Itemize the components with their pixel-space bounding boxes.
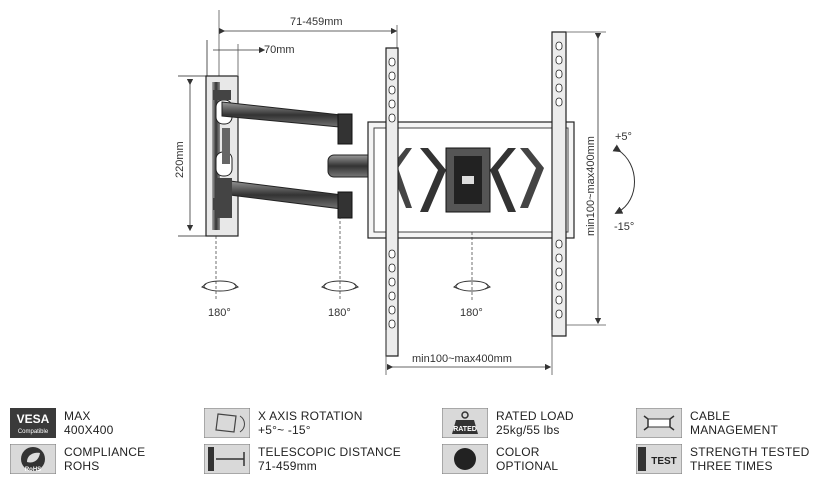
feature-telescopic-distance-line2: 71-459mm <box>258 459 317 473</box>
feature-telescopic-distance-text: TELESCOPIC DISTANCE 71-459mm <box>258 445 401 473</box>
vesa-icon-text: VESA <box>17 412 50 426</box>
feature-vesa-text: MAX 400X400 <box>64 409 113 437</box>
feature-cable-management-text: CABLE MANAGEMENT <box>690 409 778 437</box>
cable-management-icon <box>636 408 682 438</box>
feature-x-axis-rotation-line2: +5°~ -15° <box>258 423 311 437</box>
swivel-indicator-1: 180° <box>200 236 240 319</box>
swivel-indicator-3: 180° <box>452 232 492 319</box>
feature-rated-load-text: RATED LOAD 25kg/55 lbs <box>496 409 574 437</box>
x-axis-rotation-icon <box>204 408 250 438</box>
articulating-arms <box>216 101 381 219</box>
feature-vesa-line2: 400X400 <box>64 423 114 437</box>
dimension-vesa-horizontal: min100~max400mm <box>385 330 553 375</box>
tilt-up-label: +5° <box>615 131 632 143</box>
swivel-label-3: 180° <box>460 307 483 319</box>
feature-cable-management-line1: CABLE <box>690 409 731 423</box>
strength-test-icon: TEST <box>636 444 682 474</box>
feature-rohs-line1: COMPLIANCE <box>64 445 146 459</box>
feature-x-axis-rotation-text: X AXIS ROTATION +5°~ -15° <box>258 409 363 437</box>
dimension-label-70mm: 70mm <box>264 44 295 56</box>
feature-rohs-text: COMPLIANCE ROHS <box>64 445 145 473</box>
feature-color-optional-line1: COLOR <box>496 445 540 459</box>
tv-mount-diagram: 71-459mm 70mm 220mm <box>174 10 635 375</box>
feature-rohs: RoHS COMPLIANCE ROHS <box>10 442 145 476</box>
telescopic-distance-icon <box>204 444 250 474</box>
feature-strength-test: TEST STRENGTH TESTED THREE TIMES <box>636 442 809 476</box>
rated-load-icon-text: RATED <box>453 426 477 433</box>
dimension-wall-plate-depth: 70mm <box>213 44 295 75</box>
dimension-label-telescopic: 71-459mm <box>290 16 343 28</box>
feature-color-optional-line2: OPTIONAL <box>496 459 559 473</box>
feature-rated-load-line2: 25kg/55 lbs <box>496 423 560 437</box>
swivel-label-1: 180° <box>208 307 231 319</box>
swivel-label-2: 180° <box>328 307 351 319</box>
feature-strength-test-text: STRENGTH TESTED THREE TIMES <box>690 445 809 473</box>
tilt-down-label: -15° <box>614 221 634 233</box>
feature-color-optional: COLOR OPTIONAL <box>442 442 558 476</box>
feature-telescopic-distance: TELESCOPIC DISTANCE 71-459mm <box>204 442 401 476</box>
feature-color-optional-text: COLOR OPTIONAL <box>496 445 558 473</box>
rohs-compliance-icon: RoHS <box>10 444 56 474</box>
dimension-label-220mm: 220mm <box>174 141 186 178</box>
feature-x-axis-rotation-line1: X AXIS ROTATION <box>258 409 363 423</box>
dimension-label-vesa-vertical: min100~max400mm <box>585 136 597 236</box>
feature-x-axis-rotation: X AXIS ROTATION +5°~ -15° <box>204 406 363 440</box>
feature-rated-load-line1: RATED LOAD <box>496 409 574 423</box>
dimension-label-vesa-horizontal: min100~max400mm <box>412 353 512 365</box>
left-vertical-rail <box>385 47 399 357</box>
rated-load-icon: RATED <box>442 408 488 438</box>
vesa-compatible-icon: VESA Compatible <box>10 408 56 438</box>
feature-strength-test-line2: THREE TIMES <box>690 459 773 473</box>
strength-test-icon-text: TEST <box>651 456 677 467</box>
dimension-wall-plate-height: 220mm <box>174 78 194 232</box>
rohs-icon-text: RoHS <box>25 467 41 473</box>
feature-cable-management-line2: MANAGEMENT <box>690 423 779 437</box>
vesa-icon-subtext: Compatible <box>18 429 49 435</box>
feature-strength-test-line1: STRENGTH TESTED <box>690 445 810 459</box>
dimension-telescopic-range: 71-459mm <box>218 10 398 100</box>
tilt-indicator: +5° -15° <box>612 131 635 233</box>
feature-rated-load: RATED RATED LOAD 25kg/55 lbs <box>442 406 574 440</box>
color-optional-icon <box>442 444 488 474</box>
swivel-indicator-2: 180° <box>320 216 360 319</box>
feature-vesa: VESA Compatible MAX 400X400 <box>10 406 113 440</box>
feature-vesa-line1: MAX <box>64 409 91 423</box>
feature-telescopic-distance-line1: TELESCOPIC DISTANCE <box>258 445 401 459</box>
feature-rohs-line2: ROHS <box>64 459 100 473</box>
feature-cable-management: CABLE MANAGEMENT <box>636 406 778 440</box>
right-vertical-rail <box>551 31 567 337</box>
tv-bracket-frame <box>367 121 575 239</box>
dimension-vesa-vertical: min100~max400mm <box>566 31 606 326</box>
